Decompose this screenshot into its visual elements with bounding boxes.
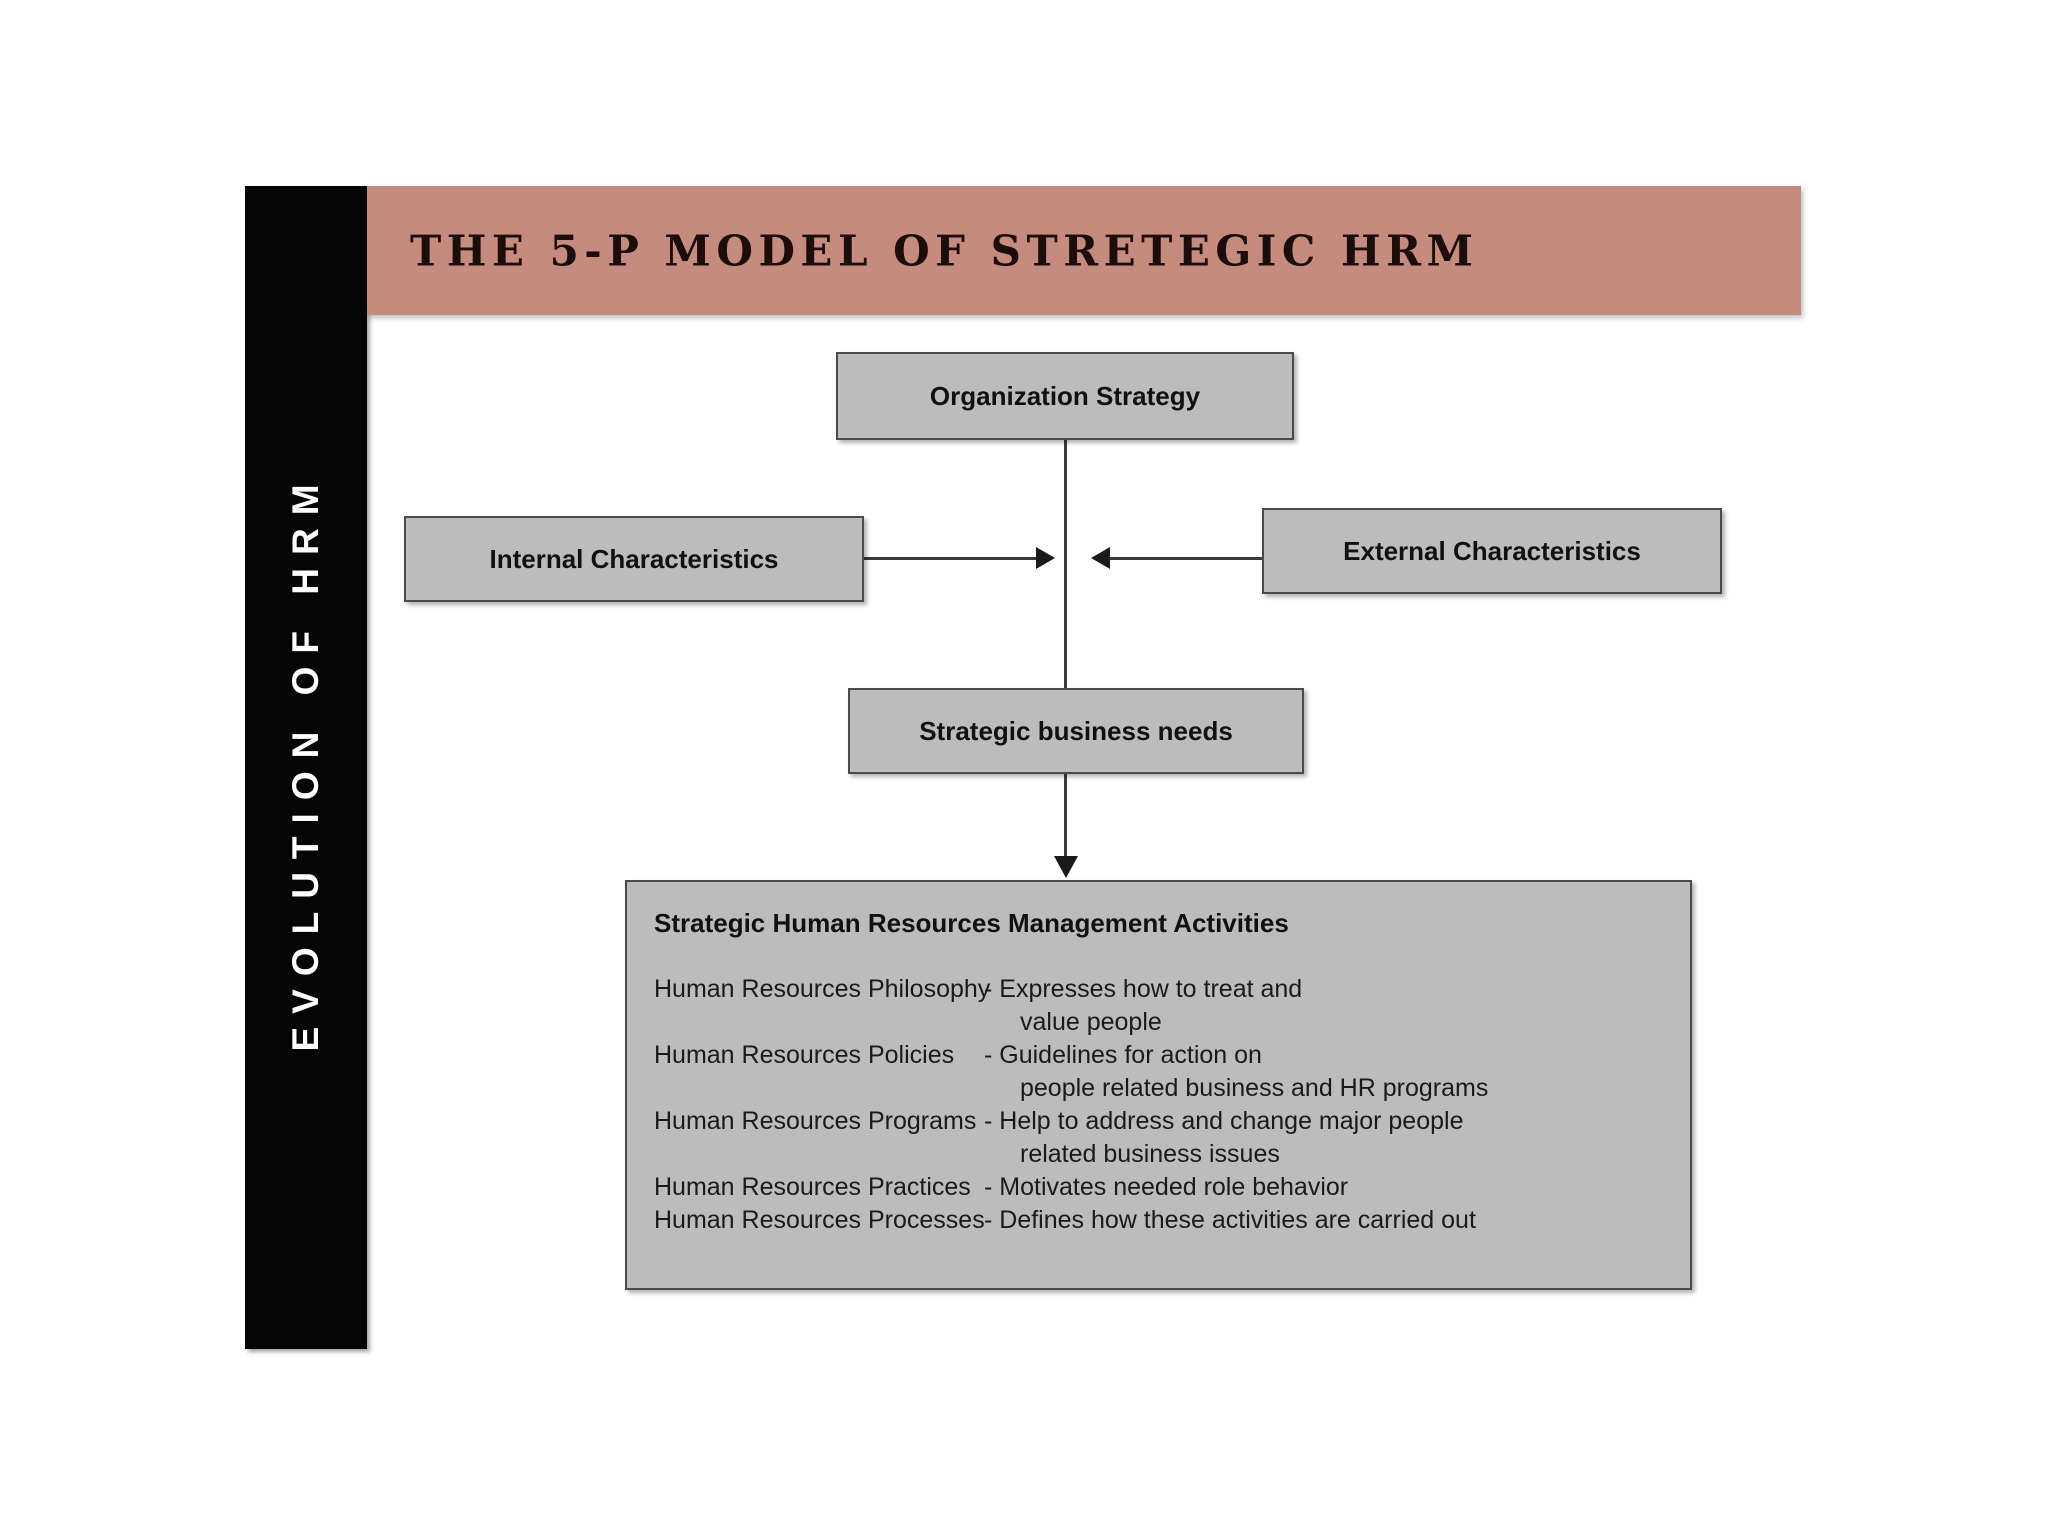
activity-term: Human Resources Philosophy	[654, 975, 991, 1003]
activity-description-continuation: value people	[1020, 1008, 1162, 1036]
arrow-left-icon	[1091, 547, 1110, 569]
activity-row: Human Resources Policies - Guidelines for…	[654, 1039, 1690, 1105]
node-label: Organization Strategy	[929, 380, 1201, 411]
activities-heading: Strategic Human Resources Management Act…	[654, 908, 1289, 938]
node-organization-strategy: Organization Strategy	[836, 352, 1294, 440]
activity-row: Human Resources Practices - Motivates nee…	[654, 1171, 1690, 1204]
connector-line-external	[1110, 557, 1262, 560]
activity-description: - Motivates needed role behavior	[984, 1173, 1349, 1201]
arrow-right-icon	[1036, 547, 1055, 569]
activity-description: - Help to address and change major peopl…	[984, 1105, 1690, 1171]
activities-list: Human Resources Philosophy- Expresses ho…	[654, 973, 1690, 1237]
activity-term: Human Resources Practices	[654, 1173, 971, 1201]
activity-term: Human Resources Processes	[654, 1206, 985, 1234]
activity-row: Human Resources Programs- Help to addres…	[654, 1105, 1690, 1171]
node-label: Internal Characteristics	[489, 543, 779, 574]
activity-description: - Defines how these activities are carri…	[984, 1206, 1476, 1234]
activity-description-continuation: people related business and HR programs	[1020, 1074, 1489, 1102]
activity-term: Human Resources Programs	[654, 1107, 977, 1135]
activity-term: Human Resources Policies	[654, 1041, 955, 1069]
sidebar-title: EVOLUTION OF HRM	[285, 470, 326, 1052]
activity-row: Human Resources Processes- Defines how t…	[654, 1204, 1690, 1237]
node-internal-characteristics: Internal Characteristics	[404, 516, 864, 602]
node-label: External Characteristics	[1343, 535, 1641, 566]
sidebar-banner: EVOLUTION OF HRM	[245, 186, 367, 1349]
connector-line-internal	[864, 557, 1040, 560]
activity-description-continuation: related business issues	[1020, 1140, 1280, 1168]
node-label: Strategic business needs	[919, 715, 1233, 746]
page-title: THE 5-P MODEL OF STRETEGIC HRM	[410, 226, 1479, 275]
activity-row: Human Resources Philosophy- Expresses ho…	[654, 973, 1690, 1039]
connector-line-vertical-upper	[1064, 440, 1067, 688]
connector-line-vertical-lower	[1064, 774, 1067, 858]
node-strategic-business-needs: Strategic business needs	[848, 688, 1304, 774]
node-external-characteristics: External Characteristics	[1262, 508, 1722, 594]
header-band: THE 5-P MODEL OF STRETEGIC HRM	[367, 186, 1801, 315]
arrow-down-icon	[1054, 856, 1078, 878]
node-strategic-hrm-activities: Strategic Human Resources Management Act…	[625, 880, 1692, 1290]
